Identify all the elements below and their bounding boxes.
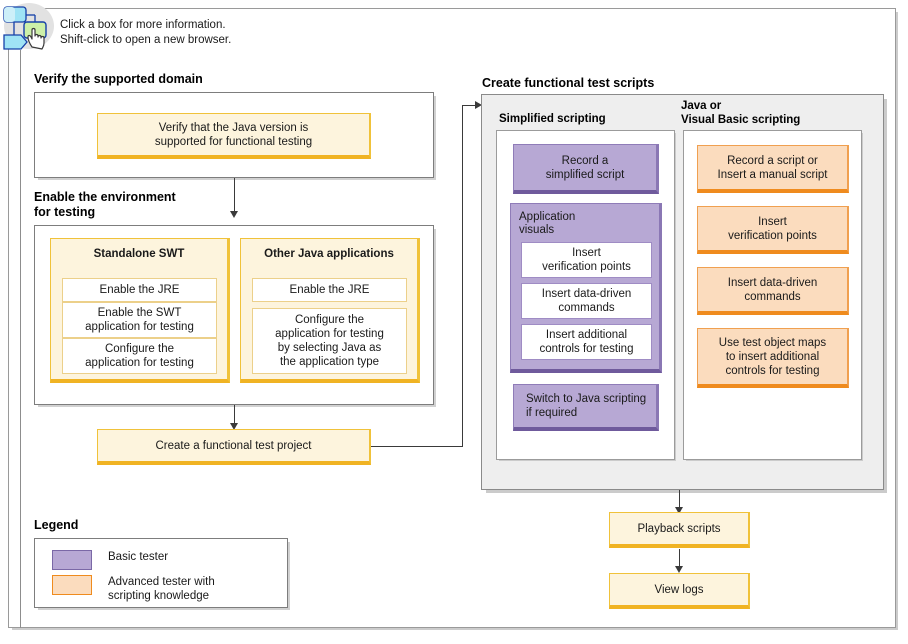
node-adv-insert-verification-points[interactable]: Insert verification points [697, 206, 849, 254]
legend-label-advanced-tester: Advanced tester with scripting knowledge [108, 576, 215, 602]
group-title-standalone-swt: Standalone SWT [93, 248, 185, 260]
connector-into-scripts-panel [462, 105, 478, 106]
node-swt-configure-app[interactable]: Configure the application for testing [62, 338, 217, 374]
connector-project-up [462, 105, 463, 447]
node-record-or-insert-manual-script[interactable]: Record a script or Insert a manual scrip… [697, 145, 849, 193]
arrow-into-scripts-panel [475, 101, 482, 109]
legend-title: Legend [34, 518, 79, 532]
node-sv-insert-additional-controls[interactable]: Insert additional controls for testing [521, 324, 652, 360]
group-title-application-visuals: Application visuals [519, 211, 576, 236]
node-swt-enable-jre[interactable]: Enable the JRE [62, 278, 217, 302]
node-swt-enable-app[interactable]: Enable the SWT application for testing [62, 302, 217, 338]
node-record-simplified-script[interactable]: Record a simplified script [513, 144, 659, 194]
node-java-enable-jre[interactable]: Enable the JRE [252, 278, 407, 302]
legend-item-basic-tester: Basic tester [52, 550, 168, 570]
connector-playback-to-logs [679, 549, 680, 569]
node-java-configure-app[interactable]: Configure the application for testing by… [252, 308, 407, 374]
node-verify-java-version[interactable]: Verify that the Java version is supporte… [97, 113, 371, 159]
arrow-playback-to-logs [675, 566, 683, 573]
arrow-verify-to-enable [230, 211, 238, 218]
legend-box [34, 538, 288, 608]
connector-project-right [371, 446, 462, 447]
section-title-create-scripts: Create functional test scripts [482, 76, 655, 90]
column-title-simplified-scripting: Simplified scripting [499, 113, 606, 125]
node-use-test-object-maps[interactable]: Use test object maps to insert additiona… [697, 328, 849, 388]
legend-item-advanced-tester: Advanced tester with scripting knowledge [52, 575, 215, 603]
connector-enable-to-project [234, 405, 235, 427]
node-create-functional-test-project[interactable]: Create a functional test project [97, 429, 371, 465]
node-playback-scripts[interactable]: Playback scripts [609, 512, 750, 548]
column-title-java-vb-scripting: Java or Visual Basic scripting [681, 100, 801, 126]
diagram-map-hand-icon [3, 3, 54, 50]
connector-verify-to-enable [234, 178, 235, 215]
left-rail-line [20, 50, 21, 628]
node-sv-insert-data-driven-commands[interactable]: Insert data-driven commands [521, 283, 652, 319]
legend-swatch-basic-tester [52, 550, 92, 570]
node-sv-insert-verification-points[interactable]: Insert verification points [521, 242, 652, 278]
connector-scripts-to-playback [679, 490, 680, 511]
node-view-logs[interactable]: View logs [609, 573, 750, 609]
node-adv-insert-data-driven-commands[interactable]: Insert data-driven commands [697, 267, 849, 315]
node-switch-to-java-scripting[interactable]: Switch to Java scripting if required [513, 384, 659, 431]
arrow-enable-to-project [230, 423, 238, 430]
group-title-other-java-applications: Other Java applications [264, 248, 394, 260]
section-title-verify-domain: Verify the supported domain [34, 72, 203, 86]
section-title-enable-environment: Enable the environment for testing [34, 190, 176, 219]
arrow-scripts-to-playback [675, 507, 683, 514]
hint-text: Click a box for more information. Shift-… [60, 19, 232, 46]
legend-swatch-advanced-tester [52, 575, 92, 595]
legend-label-basic-tester: Basic tester [108, 551, 169, 563]
